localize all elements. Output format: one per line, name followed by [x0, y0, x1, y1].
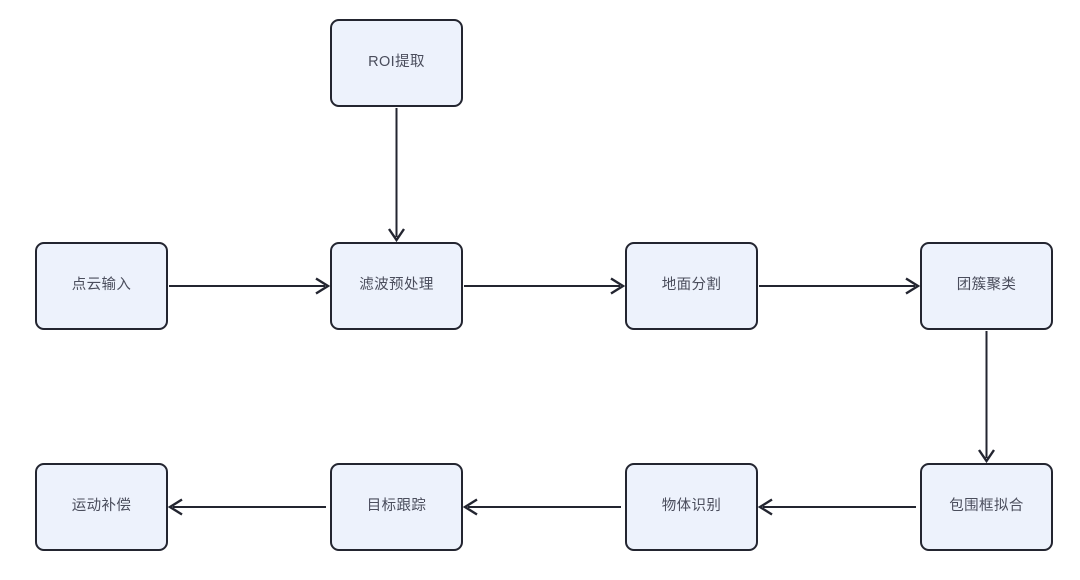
node-ground-segmentation-label: 地面分割 [661, 277, 722, 294]
node-bounding-box-fitting[interactable]: 包围框拟合 [920, 463, 1053, 551]
edge-filter-to-ground [464, 277, 626, 295]
node-point-cloud-input-label: 点云输入 [71, 277, 132, 294]
edge-ground-to-cluster [759, 277, 921, 295]
node-filter-preprocess-label: 滤波预处理 [359, 277, 434, 294]
edge-track-to-motion [167, 498, 326, 516]
node-point-cloud-input[interactable]: 点云输入 [35, 242, 168, 330]
node-filter-preprocess[interactable]: 滤波预处理 [330, 242, 463, 330]
node-target-tracking[interactable]: 目标跟踪 [330, 463, 463, 551]
node-ground-segmentation[interactable]: 地面分割 [625, 242, 758, 330]
node-motion-compensation-label: 运动补偿 [71, 498, 132, 515]
edge-roi-to-filter [388, 108, 405, 243]
node-object-recognition[interactable]: 物体识别 [625, 463, 758, 551]
edge-input-to-filter [169, 277, 331, 295]
node-roi[interactable]: ROI提取 [330, 19, 463, 107]
node-bounding-box-fitting-label: 包围框拟合 [949, 498, 1024, 515]
edge-cluster-to-bbox [978, 331, 995, 464]
node-object-recognition-label: 物体识别 [661, 498, 722, 515]
node-motion-compensation[interactable]: 运动补偿 [35, 463, 168, 551]
node-roi-label: ROI提取 [368, 54, 425, 71]
node-cluster-label: 团簇聚类 [956, 277, 1017, 294]
edge-bbox-to-recognize [757, 498, 916, 516]
edge-recognize-to-track [462, 498, 621, 516]
node-cluster[interactable]: 团簇聚类 [920, 242, 1053, 330]
node-target-tracking-label: 目标跟踪 [366, 498, 427, 515]
